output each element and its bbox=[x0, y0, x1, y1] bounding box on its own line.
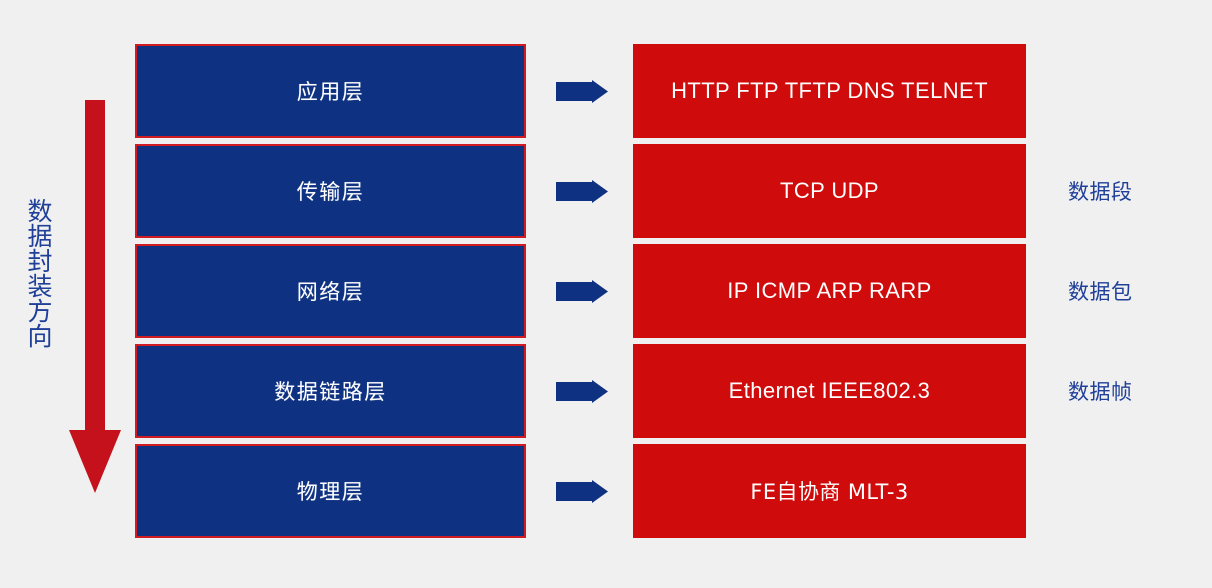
data-encapsulation-direction-label: 数据封装方向 bbox=[24, 198, 53, 348]
protocol-label: HTTP FTP TFTP DNS TELNET bbox=[671, 78, 988, 103]
protocol-box-3[interactable]: IP ICMP ARP RARP bbox=[633, 244, 1026, 338]
osi-layer-label: 应用层 bbox=[296, 80, 365, 104]
protocol-box-4[interactable]: Ethernet IEEE802.3 bbox=[633, 344, 1026, 438]
right-arrow-icon bbox=[556, 80, 608, 103]
right-arrow-shape bbox=[556, 80, 608, 103]
right-arrow-shape bbox=[556, 180, 608, 203]
encapsulation-direction-arrow bbox=[68, 100, 122, 494]
protocol-label: Ethernet IEEE802.3 bbox=[728, 378, 931, 403]
pdu-label-4: 数据帧 bbox=[1068, 380, 1133, 404]
pdu-label-2: 数据段 bbox=[1068, 180, 1133, 204]
right-arrow-shape bbox=[556, 480, 608, 503]
protocol-label: TCP UDP bbox=[780, 178, 879, 203]
diagram-row-1: 应用层 HTTP FTP TFTP DNS TELNET bbox=[0, 44, 1212, 138]
osi-layer-label: 物理层 bbox=[296, 480, 365, 504]
osi-layer-label: 传输层 bbox=[296, 180, 365, 204]
diagram-row-5: 物理层 FE自协商 MLT-3 bbox=[0, 444, 1212, 538]
right-arrow-shape bbox=[556, 280, 608, 303]
diagram-row-3: 网络层 IP ICMP ARP RARP 数据包 bbox=[0, 244, 1212, 338]
osi-layer-box-4[interactable]: 数据链路层 bbox=[135, 344, 526, 438]
protocol-label: IP ICMP ARP RARP bbox=[727, 278, 932, 303]
osi-layer-label: 网络层 bbox=[296, 280, 365, 304]
diagram-row-2: 传输层 TCP UDP 数据段 bbox=[0, 144, 1212, 238]
osi-layer-box-5[interactable]: 物理层 bbox=[135, 444, 526, 538]
osi-layer-box-3[interactable]: 网络层 bbox=[135, 244, 526, 338]
osi-layer-box-2[interactable]: 传输层 bbox=[135, 144, 526, 238]
right-arrow-icon bbox=[556, 380, 608, 403]
osi-layer-box-1[interactable]: 应用层 bbox=[135, 44, 526, 138]
protocol-box-2[interactable]: TCP UDP bbox=[633, 144, 1026, 238]
protocol-label: FE自协商 MLT-3 bbox=[750, 480, 909, 504]
osi-layer-label: 数据链路层 bbox=[274, 380, 387, 404]
right-arrow-icon bbox=[556, 480, 608, 503]
protocol-box-5[interactable]: FE自协商 MLT-3 bbox=[633, 444, 1026, 538]
pdu-label-3: 数据包 bbox=[1068, 280, 1133, 304]
diagram-row-4: 数据链路层 Ethernet IEEE802.3 数据帧 bbox=[0, 344, 1212, 438]
right-arrow-icon bbox=[556, 180, 608, 203]
protocol-box-1[interactable]: HTTP FTP TFTP DNS TELNET bbox=[633, 44, 1026, 138]
right-arrow-shape bbox=[556, 380, 608, 403]
right-arrow-icon bbox=[556, 280, 608, 303]
down-arrow-shape bbox=[69, 100, 121, 493]
